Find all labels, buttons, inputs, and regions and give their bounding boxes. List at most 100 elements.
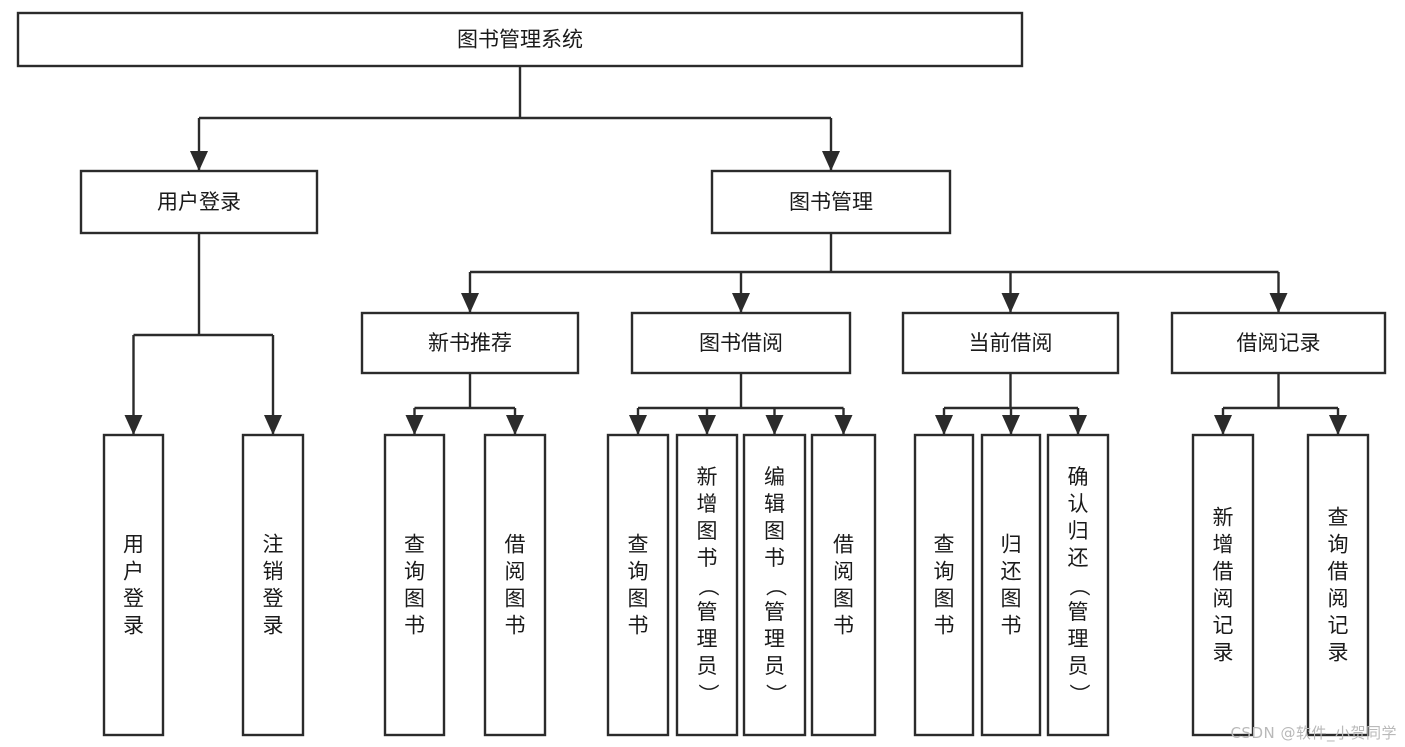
node-box-root[interactable] — [16, 11, 1024, 68]
node-login[interactable]: 用户登录 — [79, 169, 319, 235]
arrow-head-icon — [461, 293, 479, 313]
arrow-head-icon — [698, 415, 716, 435]
node-box-leaf-borrow-book-1[interactable] — [483, 433, 547, 737]
node-label-leaf-query-book-1-char-0: 查 — [404, 533, 425, 557]
node-box-leaf-borrow-book-2[interactable] — [810, 433, 877, 737]
node-label-leaf-add-book-char-2: 图 — [697, 519, 718, 543]
arrow-head-icon — [629, 415, 647, 435]
node-box-leaf-query-record[interactable] — [1306, 433, 1370, 737]
node-label-leaf-confirm-return-char-4: （ — [1067, 576, 1091, 597]
node-label-leaf-confirm-return-char-3: 还 — [1068, 546, 1089, 570]
node-bookmgmt[interactable]: 图书管理 — [710, 169, 952, 235]
arrow-head-icon — [190, 151, 208, 171]
node-box-leaf-add-book[interactable] — [675, 433, 739, 737]
node-label-leaf-add-book-char-5: 管 — [697, 600, 718, 624]
arrow-head-icon — [405, 415, 424, 435]
node-box-leaf-add-record[interactable] — [1191, 433, 1255, 737]
node-leaf-user-login[interactable]: 用户登录 — [102, 433, 165, 737]
node-box-leaf-query-book-3[interactable] — [913, 433, 975, 737]
node-label-leaf-query-record-char-4: 记 — [1328, 614, 1349, 638]
node-label-leaf-borrow-book-2-char-0: 借 — [833, 533, 854, 557]
node-label-leaf-logout-char-1: 销 — [263, 560, 284, 584]
node-records[interactable]: 借阅记录 — [1170, 311, 1387, 375]
arrow-head-icon — [1002, 415, 1020, 435]
arrow-head-icon — [765, 415, 784, 435]
node-label-leaf-edit-book-char-0: 编 — [764, 465, 785, 489]
node-box-leaf-query-book-2[interactable] — [606, 433, 670, 737]
node-box-newbook[interactable] — [360, 311, 580, 375]
node-label-leaf-query-book-3-char-3: 书 — [934, 614, 955, 638]
node-label-leaf-confirm-return-char-0: 确 — [1068, 465, 1089, 489]
nodes-layer: 图书管理系统用户登录图书管理新书推荐图书借阅当前借阅借阅记录用户登录注销登录查询… — [16, 11, 1387, 737]
node-label-leaf-edit-book-char-2: 图 — [764, 519, 785, 543]
arrow-head-icon — [264, 415, 282, 435]
node-label-leaf-borrow-book-1-char-2: 图 — [505, 587, 526, 611]
node-box-leaf-logout[interactable] — [241, 433, 305, 737]
node-current[interactable]: 当前借阅 — [901, 311, 1120, 375]
node-box-current[interactable] — [901, 311, 1120, 375]
node-label-leaf-confirm-return-char-7: 员 — [1068, 654, 1089, 678]
node-label-leaf-edit-book-char-6: 理 — [764, 627, 785, 651]
node-label-leaf-add-book-char-3: 书 — [697, 546, 718, 570]
node-label-bookmgmt: 图书管理 — [789, 190, 873, 214]
node-label-leaf-add-book-char-0: 新 — [697, 465, 718, 489]
node-label-leaf-query-book-2-char-3: 书 — [628, 614, 649, 638]
node-label-leaf-confirm-return-char-1: 认 — [1068, 492, 1089, 516]
edge-group-bookmgmt — [461, 233, 1288, 313]
node-label-leaf-query-book-2-char-0: 查 — [628, 533, 649, 557]
node-label-leaf-add-book-char-4: （ — [696, 576, 720, 597]
connectors-layer — [124, 66, 1347, 435]
node-label-leaf-add-record-char-2: 借 — [1213, 560, 1234, 584]
node-label-leaf-edit-book-char-1: 辑 — [764, 492, 785, 516]
node-label-leaf-add-record-char-0: 新 — [1213, 506, 1234, 530]
node-label-leaf-borrow-book-2-char-2: 图 — [833, 587, 854, 611]
node-box-login[interactable] — [79, 169, 319, 235]
edge-group-newbook — [405, 373, 524, 435]
node-label-leaf-query-book-3-char-2: 图 — [934, 587, 955, 611]
node-box-borrow[interactable] — [630, 311, 852, 375]
node-root[interactable]: 图书管理系统 — [16, 11, 1024, 68]
node-label-leaf-query-book-2-char-2: 图 — [628, 587, 649, 611]
node-borrow[interactable]: 图书借阅 — [630, 311, 852, 375]
node-box-leaf-edit-book[interactable] — [742, 433, 807, 737]
arrow-head-icon — [1069, 415, 1087, 435]
edge-group-login — [124, 233, 282, 435]
node-label-leaf-logout-char-0: 注 — [263, 533, 284, 557]
node-label-leaf-add-book-char-6: 理 — [697, 627, 718, 651]
node-box-leaf-query-book-1[interactable] — [383, 433, 446, 737]
arrow-head-icon — [506, 415, 524, 435]
arrow-head-icon — [1214, 415, 1232, 435]
node-label-borrow: 图书借阅 — [699, 331, 783, 355]
edge-group-current — [935, 373, 1087, 435]
node-box-leaf-return-book[interactable] — [980, 433, 1042, 737]
node-label-login: 用户登录 — [157, 190, 241, 214]
node-label-leaf-add-book-char-7: 员 — [697, 654, 718, 678]
arrow-head-icon — [1329, 415, 1347, 435]
arrow-head-icon — [124, 415, 143, 435]
node-box-leaf-confirm-return[interactable] — [1046, 433, 1110, 737]
node-label-leaf-user-login-char-0: 用 — [123, 533, 144, 557]
node-label-leaf-confirm-return-char-5: 管 — [1068, 600, 1089, 624]
node-box-records[interactable] — [1170, 311, 1387, 375]
node-label-leaf-confirm-return-char-8: ） — [1067, 684, 1091, 705]
arrow-head-icon — [1001, 293, 1020, 313]
node-label-leaf-return-book-char-3: 书 — [1001, 614, 1022, 638]
node-box-bookmgmt[interactable] — [710, 169, 952, 235]
node-label-leaf-confirm-return-char-6: 理 — [1068, 627, 1089, 651]
node-newbook[interactable]: 新书推荐 — [360, 311, 580, 375]
node-label-leaf-query-book-1-char-3: 书 — [404, 614, 425, 638]
node-box-leaf-user-login[interactable] — [102, 433, 165, 737]
